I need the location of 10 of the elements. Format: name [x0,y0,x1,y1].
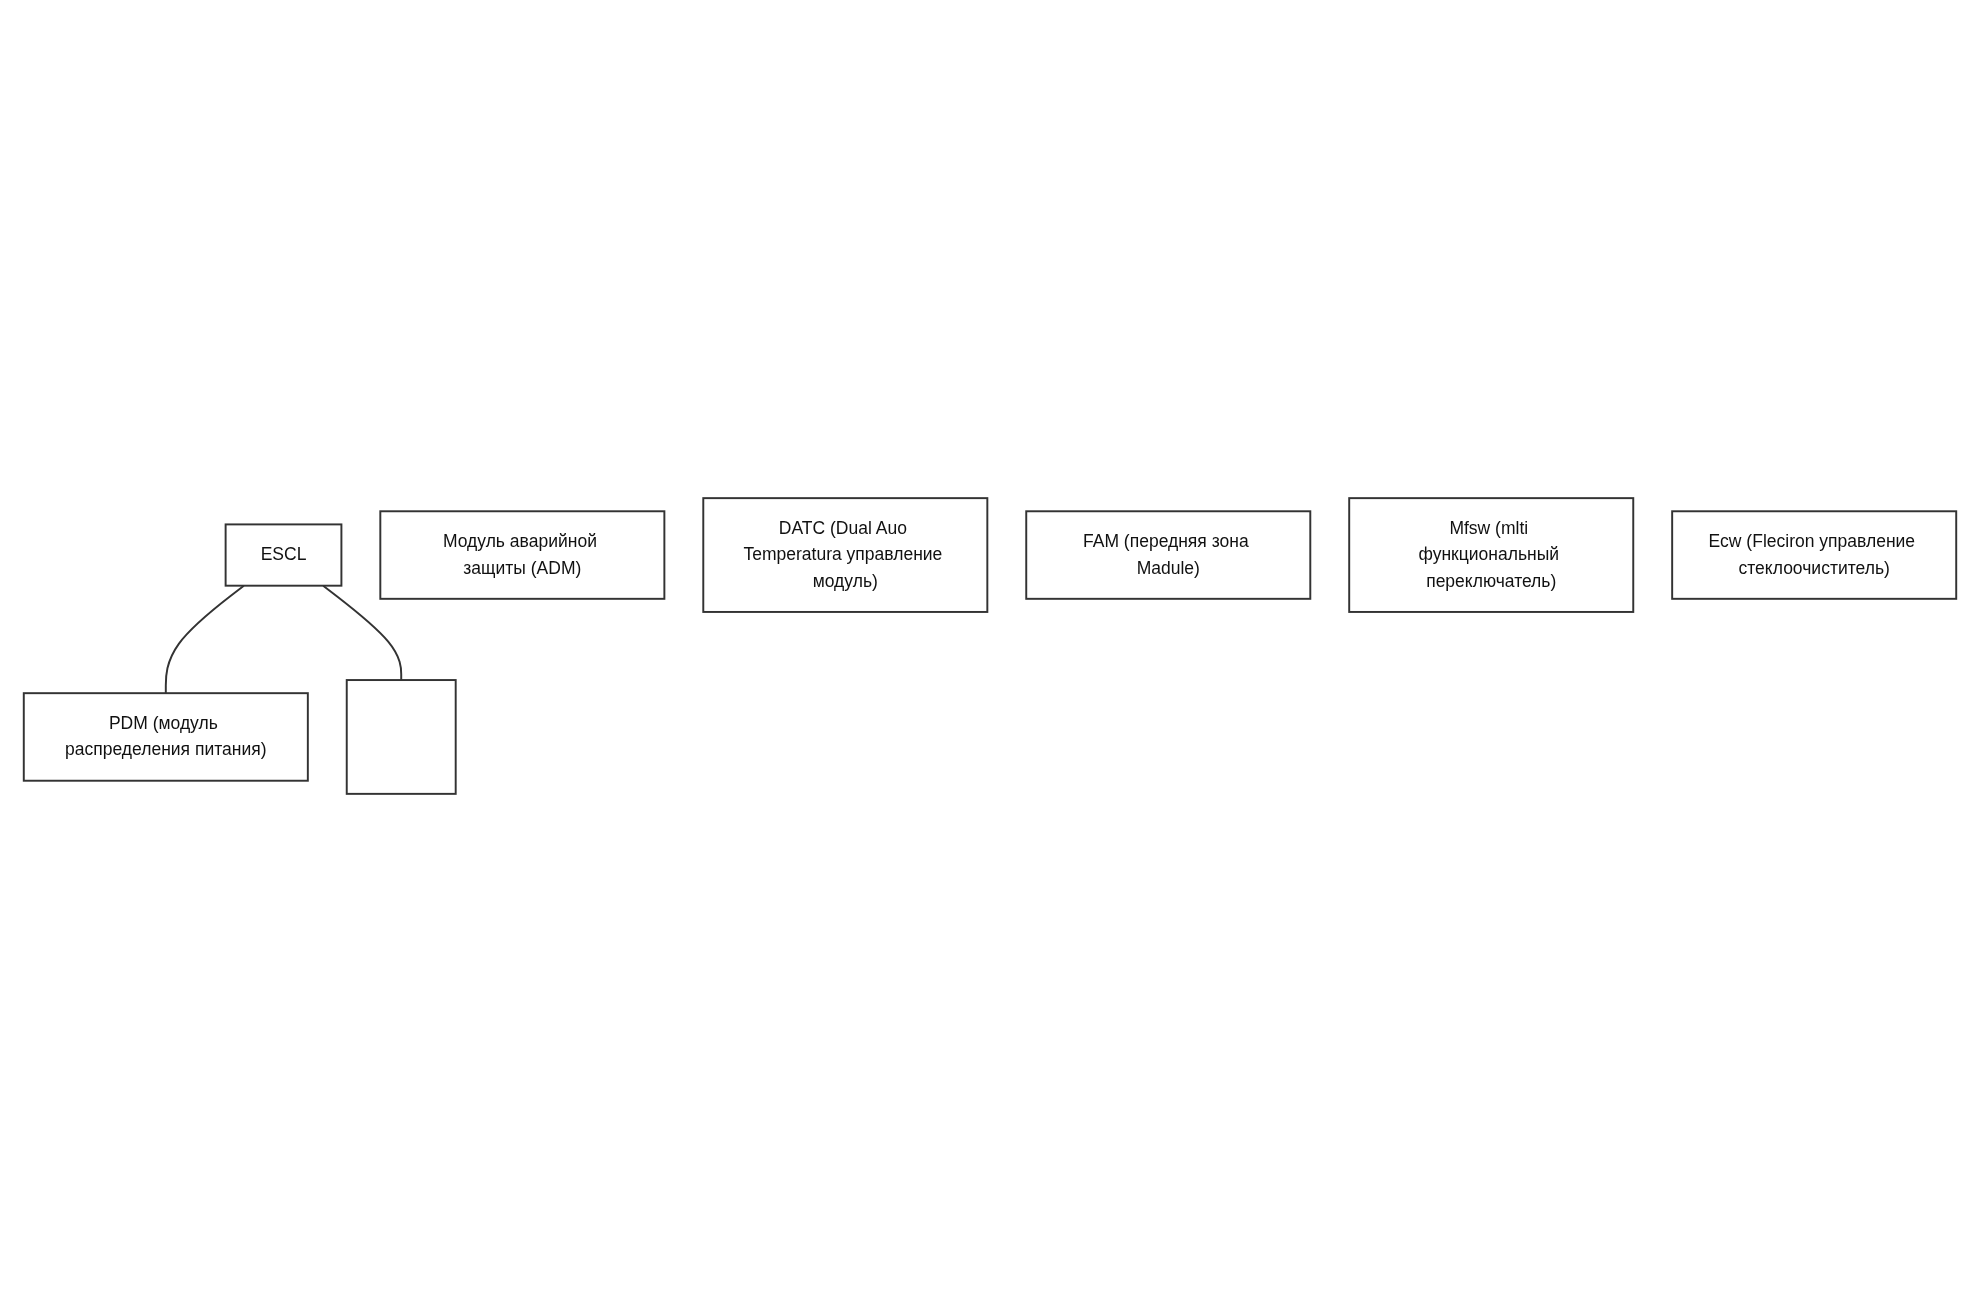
node-box: PDM (модуль распределения питания) [22,692,309,782]
connector [164,584,245,695]
connector [322,584,403,682]
node-box: Mfsw (mlti функциональный переключатель) [1348,497,1635,613]
node-box: Модуль аварийной защиты (ADM) [379,510,666,600]
node-box: ESCL [224,523,343,587]
node-box: Ecw (Fleciron управление стеклоочиститель) [1671,510,1958,600]
node-box: DATC (Dual Auo Temperatura управление модуль) [702,497,989,613]
node-box: FAM (передняя зона Madule) [1025,510,1312,600]
node-box [345,679,457,795]
